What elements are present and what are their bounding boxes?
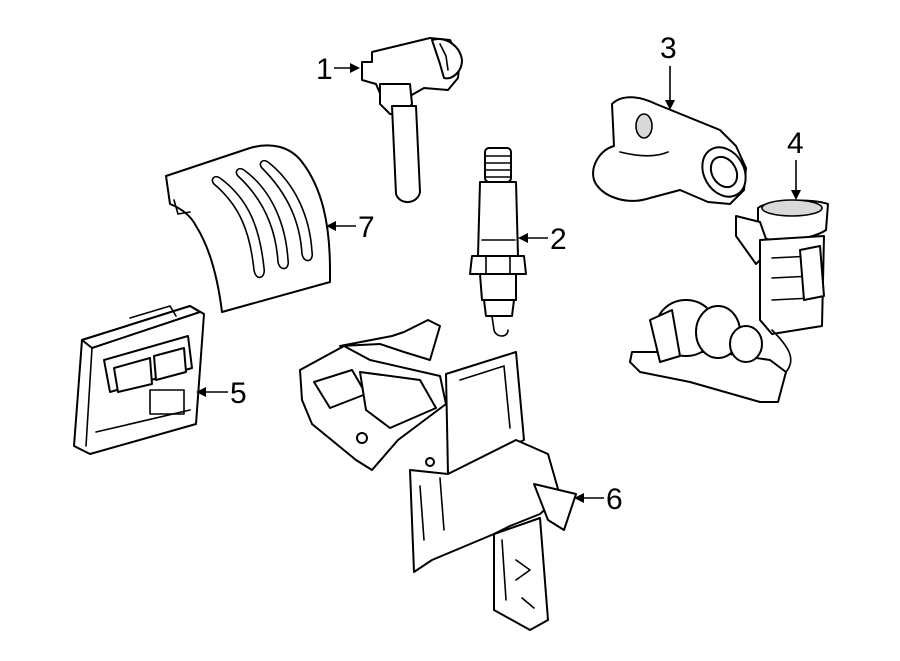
callout-1: 1 <box>316 53 360 86</box>
callout-4: 4 <box>787 127 804 200</box>
arrowhead-3 <box>665 100 675 110</box>
callout-number-2: 2 <box>550 223 567 256</box>
arrowhead-1 <box>350 63 360 73</box>
callout-number-1: 1 <box>316 53 333 86</box>
part-1-ignition-coil <box>361 37 463 203</box>
callout-number-5: 5 <box>230 377 247 410</box>
callout-3: 3 <box>660 32 677 110</box>
callout-6: 6 <box>574 483 623 516</box>
part-5-control-module <box>73 305 205 455</box>
part-2-spark-plug <box>469 147 527 337</box>
part-7-coil-cover <box>165 144 331 313</box>
part-4-coil-bracket <box>629 199 829 403</box>
part-6-bracket <box>299 319 577 631</box>
arrowhead-2 <box>518 233 528 243</box>
part-3-cam-sensor <box>592 96 747 205</box>
arrowhead-5 <box>196 387 206 397</box>
callout-number-4: 4 <box>787 127 804 160</box>
arrowhead-7 <box>326 221 336 231</box>
callout-5: 5 <box>196 377 247 410</box>
callout-number-3: 3 <box>660 32 677 65</box>
callout-2: 2 <box>518 223 567 256</box>
callout-number-6: 6 <box>606 483 623 516</box>
arrowhead-6 <box>574 493 584 503</box>
callout-number-7: 7 <box>358 211 375 244</box>
callout-7: 7 <box>326 211 375 244</box>
arrowhead-4 <box>791 190 801 200</box>
